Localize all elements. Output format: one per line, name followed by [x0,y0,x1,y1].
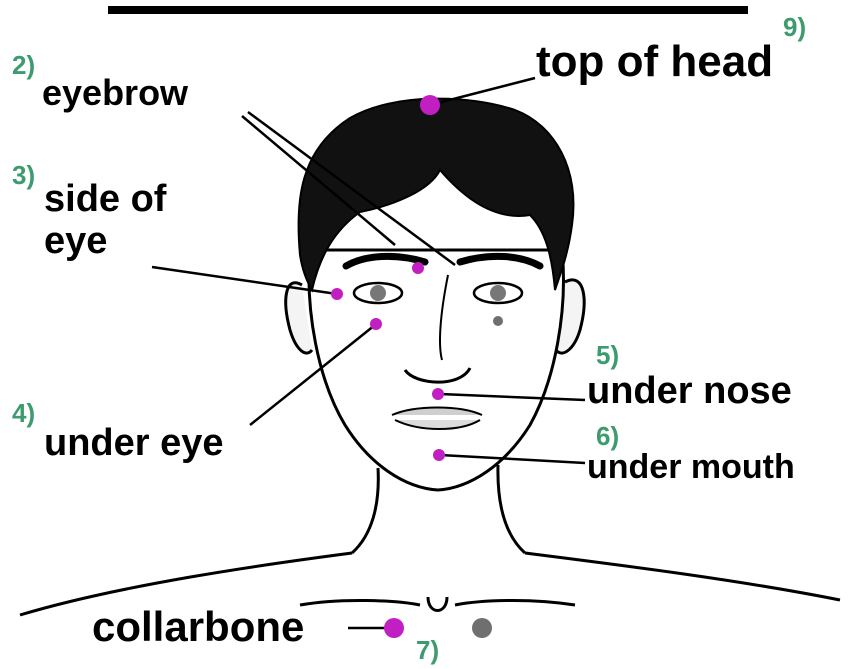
point-top-of-head [420,95,440,115]
point-under-mouth [433,449,445,461]
shoulder-right [525,553,840,600]
label-under-eye: under eye [44,424,224,462]
number-2: 2) [12,52,35,78]
right-iris [490,285,506,301]
point-under-nose [432,388,444,400]
point-side-of-eye [331,288,343,300]
left-iris [370,285,386,301]
collar-line-right [455,600,575,605]
number-7: 7) [416,637,439,663]
label-side-of-eye-line2: eye [44,222,107,260]
number-5: 5) [596,342,619,368]
neck-outline [352,468,378,553]
label-under-mouth: under mouth [587,450,795,484]
top-divider [108,6,748,14]
label-collarbone: collarbone [92,606,304,648]
label-under-nose: under nose [587,372,792,410]
collar-line-left [300,600,420,605]
point-eyebrow [412,262,424,274]
point-under-eye-right [493,316,503,326]
number-4: 4) [12,400,35,426]
point-collarbone-right [472,618,492,638]
point-under-eye [370,318,382,330]
number-6: 6) [596,423,619,449]
label-top-of-head: top of head [536,40,773,84]
throat-notch [428,597,447,611]
number-9: 9) [783,14,806,40]
label-eyebrow: eyebrow [42,75,188,111]
point-collarbone [384,618,404,638]
label-side-of-eye-line1: side of [44,180,166,218]
number-3: 3) [12,162,35,188]
leader-top-of-head [430,78,535,105]
neck-outline-right [498,465,525,553]
